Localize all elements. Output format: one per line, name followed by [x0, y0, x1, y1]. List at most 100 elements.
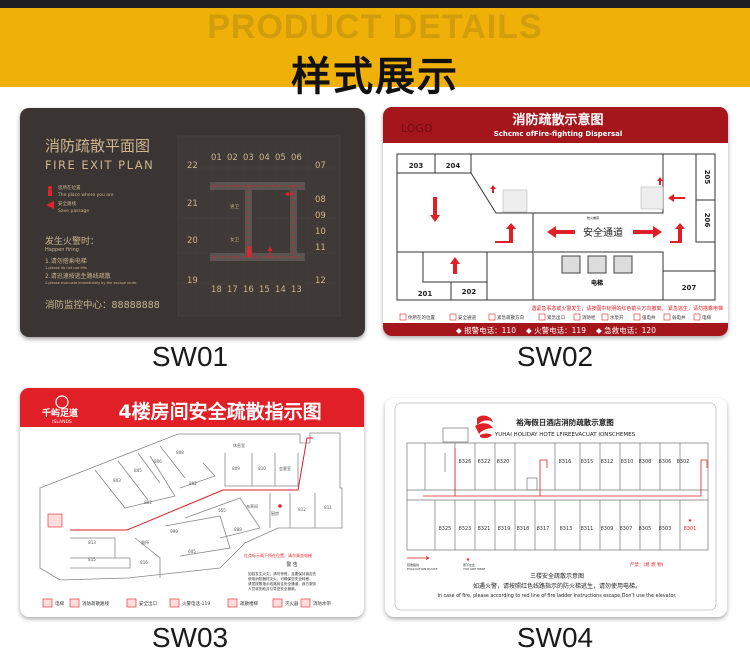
sw03-evacuation-route: [70, 437, 313, 531]
elevator-icons: [561, 255, 633, 274]
legend-icon: [399, 313, 407, 321]
room-label: 人员将协助并引导您安全撤离。: [248, 586, 298, 591]
room-label: 8325: [439, 526, 452, 532]
room-label: 809: [232, 466, 240, 471]
room-label: 802: [189, 481, 197, 486]
room-label: 808: [176, 450, 184, 455]
svg-text:1.please do not use lifts: 1.please do not use lifts: [45, 266, 87, 270]
room-label: 8302: [677, 459, 690, 465]
room-label: 8312: [601, 459, 614, 465]
sw03-logo-icon: [55, 395, 69, 409]
svg-text:防火卷帘: 防火卷帘: [587, 215, 599, 220]
room-label: 8319: [498, 526, 511, 532]
room-label: 紧急出口: [547, 314, 565, 321]
legend-icon: [573, 313, 581, 321]
room-label: 8318: [517, 526, 530, 532]
room-label: 8308: [639, 459, 652, 465]
room-label: 火警电话-119: [182, 600, 210, 607]
svg-text:严禁：(易 燃 物): 严禁：(易 燃 物): [630, 561, 664, 568]
legend-icon: [69, 598, 80, 608]
room-label: 厨房: [271, 510, 279, 516]
sw04-sign: 裕海假日酒店消防疏散示意图 YUHAI HOLIDAY HOTE LFIREEV…: [394, 402, 717, 611]
sw02-sign: LOGO 消防疏散示意图 Schcmc ofFire-fighting Disp…: [383, 107, 728, 336]
room-label: 803: [113, 478, 121, 483]
room-label: 灭火器: [285, 601, 299, 607]
room-label: 8322: [478, 459, 491, 465]
room-label: 810: [258, 466, 266, 471]
legend-icon: [693, 313, 701, 321]
product-card-sw04[interactable]: 裕海假日酒店消防疏散示意图 YUHAI HOLIDAY HOTE LFIREEV…: [385, 398, 727, 617]
room-label: 8317: [537, 526, 550, 532]
room-label: 消防水带: [313, 600, 331, 607]
room-label: 07: [315, 161, 326, 171]
label-sw02: SW02: [516, 341, 594, 372]
room-label: 请您按照指示线路前往安全通道，我方服务: [248, 581, 317, 586]
elevator-icon: [47, 513, 63, 528]
room-label: 206: [703, 213, 711, 228]
room-label: ◆ 急救电话：120: [596, 325, 656, 335]
svg-text:Schcmc ofFire-fighting Dispers: Schcmc ofFire-fighting Dispersal: [494, 130, 623, 138]
sw03-sign: 千屿足道 ISLANDS 4楼房间安全疏散指示图 803805806808休息室…: [20, 388, 364, 608]
svg-text:Happen firing: Happen firing: [45, 247, 79, 253]
legend-icon: [227, 598, 238, 608]
room-label: ◆ 报警电话：110: [456, 325, 516, 335]
star-icon: ★: [466, 557, 471, 563]
room-label: 安全通道: [458, 314, 476, 321]
room-label: 805: [134, 468, 142, 473]
room-label: 16: [243, 285, 254, 295]
room-label: 05: [275, 153, 286, 163]
sw01-title-en: FIRE EXIT PLAN: [45, 158, 154, 172]
room-label: 01: [211, 153, 222, 163]
svg-text:男卫: 男卫: [230, 204, 239, 210]
svg-text:三楼安全疏散示意图: 三楼安全疏散示意图: [530, 572, 584, 580]
svg-text:YOU ARE HERE: YOU ARE HERE: [463, 567, 485, 571]
room-label: 207: [682, 284, 697, 292]
product-card-sw02[interactable]: LOGO 消防疏散示意图 Schcmc ofFire-fighting Disp…: [383, 107, 728, 336]
legend-icon: [300, 598, 311, 608]
legend-icon: [449, 313, 457, 321]
legend-icon: [169, 598, 180, 608]
room-label: 14: [275, 285, 286, 295]
svg-text:EVACUATION ROUTE: EVACUATION ROUTE: [407, 567, 438, 571]
room-label: 布草间: [246, 503, 258, 509]
sw01-monitor-phone: 消防监控中心：88888888: [45, 299, 160, 311]
svg-text:In case of fire, please accord: In case of fire, please according to red…: [438, 593, 677, 599]
room-label: 806: [154, 459, 162, 464]
room-label: 疏散楼梯: [240, 600, 258, 607]
route-arrow-icon: [407, 556, 430, 560]
room-label: 812: [298, 507, 306, 512]
room-label: 06: [291, 153, 302, 163]
svg-text:您所在位置: 您所在位置: [58, 184, 81, 191]
svg-text:电梯: 电梯: [591, 279, 603, 287]
room-label: 204: [446, 162, 461, 170]
room-label: 8315: [581, 459, 594, 465]
svg-text:消防疏散示意图: 消防疏散示意图: [512, 112, 603, 128]
room-label: 555: [218, 508, 226, 513]
svg-text:1.请勿搭乘电梯: 1.请勿搭乘电梯: [45, 257, 87, 265]
legend-icon: [42, 598, 53, 608]
room-label: 水泵开: [610, 314, 624, 321]
sw02-corridor-label: 安全通道: [583, 226, 623, 239]
room-label: 电梯: [55, 600, 64, 607]
room-label: 8307: [620, 526, 633, 532]
legend-icon: [272, 598, 283, 608]
room-label: 21: [187, 199, 198, 209]
svg-text:安全路线: 安全路线: [58, 200, 76, 207]
label-sw01: SW01: [151, 341, 229, 372]
room-label: 04: [259, 153, 270, 163]
svg-text:警 告: 警 告: [286, 561, 298, 568]
arrow-left-icon: [46, 201, 54, 209]
room-label: 202: [462, 288, 477, 296]
sw01-route-arrows: [267, 191, 294, 258]
svg-text:The place where you are: The place where you are: [57, 192, 114, 198]
room-label: 使用消防器材灭火，可确保您安全转移。: [248, 576, 313, 581]
room-label: 你所在的位置: [408, 314, 435, 321]
room-label: 203: [409, 162, 424, 170]
svg-text:2.请迅速按逃生路线疏散: 2.请迅速按逃生路线疏散: [45, 272, 111, 280]
legend-icon: [488, 313, 496, 321]
room-label: 8326: [459, 459, 472, 465]
svg-text:女卫: 女卫: [230, 236, 239, 243]
